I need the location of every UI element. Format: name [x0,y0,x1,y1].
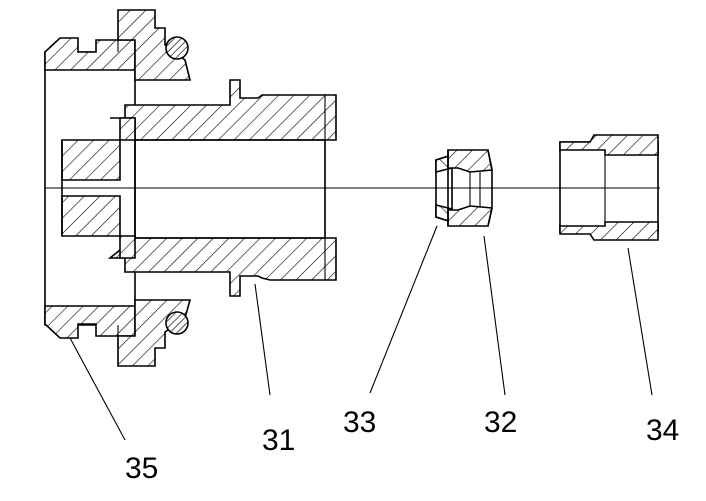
part-32-nut [447,149,493,227]
leader-34 [627,247,653,396]
label-part-32: 32 [484,406,517,439]
label-part-35: 35 [125,452,158,485]
part-34-coupling [559,134,659,241]
leader-33 [369,225,438,394]
o-ring-bottom [165,311,189,335]
part-31-threaded-body [61,79,337,297]
label-part-31: 31 [262,424,295,457]
leader-31 [254,283,271,396]
leader-35 [69,337,126,441]
part-35-housing [44,9,192,367]
o-ring-top [165,36,189,60]
label-part-34: 34 [646,414,679,447]
leader-32 [483,235,506,396]
label-part-33: 33 [343,406,376,439]
